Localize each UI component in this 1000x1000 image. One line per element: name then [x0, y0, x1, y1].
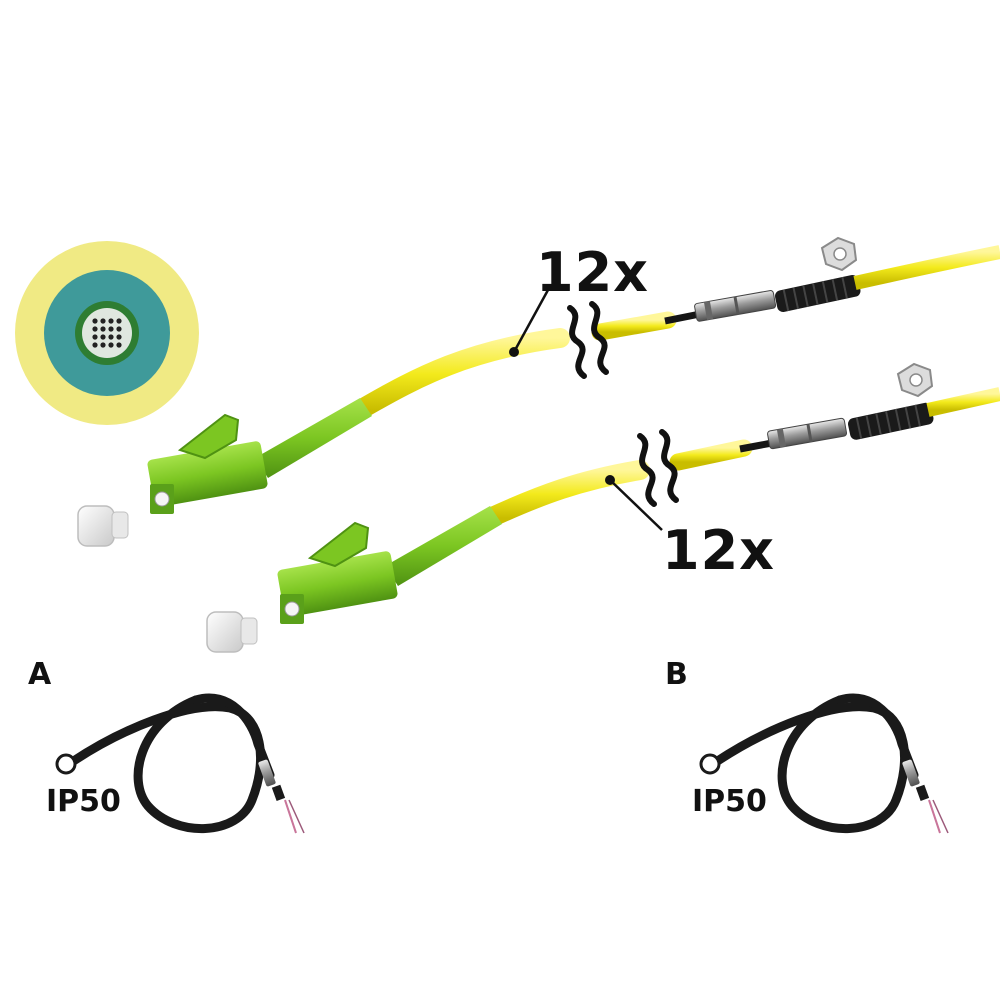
break-mark-icon — [567, 301, 609, 379]
bottom-cable-assembly — [206, 362, 1000, 653]
cable-gland-icon — [694, 290, 777, 322]
variant-b-label: B — [665, 657, 688, 692]
top-count-leader — [512, 289, 550, 353]
lc-connector-icon — [277, 506, 502, 624]
lc-connector-icon — [147, 398, 372, 514]
break-mark-icon — [637, 429, 679, 507]
pulling-eye-icon — [896, 362, 934, 398]
bottom-cable-jacket-right — [669, 439, 753, 471]
bottom-cable-tail — [926, 387, 1000, 417]
top-cable-assembly — [77, 236, 1000, 547]
strain-relief — [847, 402, 934, 440]
coiled-cable-icon — [55, 693, 305, 834]
bottom-cable-jacket — [480, 460, 650, 528]
dust-cap-icon — [206, 611, 258, 653]
cable-gland-icon — [767, 417, 848, 450]
bottom-count-label: 12x — [662, 519, 775, 582]
bottom-black-tube — [739, 439, 773, 453]
variant-a-label: A — [28, 657, 52, 692]
coiled-cable-icon — [699, 693, 949, 834]
top-cable-jacket-right — [591, 311, 677, 341]
ip-rating-b: IP50 — [692, 784, 767, 819]
ip-rating-a: IP50 — [46, 784, 121, 819]
top-black-tube — [664, 310, 701, 325]
dust-cap-icon — [77, 505, 129, 547]
fiber-cross-section-icon — [15, 241, 199, 425]
top-cable-jacket — [350, 328, 570, 420]
fiber-grid — [92, 318, 122, 348]
bottom-count-leader — [609, 479, 663, 531]
top-count-label: 12x — [536, 241, 649, 304]
top-cable-tail — [853, 245, 1000, 290]
strain-relief — [775, 275, 861, 312]
pulling-eye-icon — [820, 236, 858, 272]
